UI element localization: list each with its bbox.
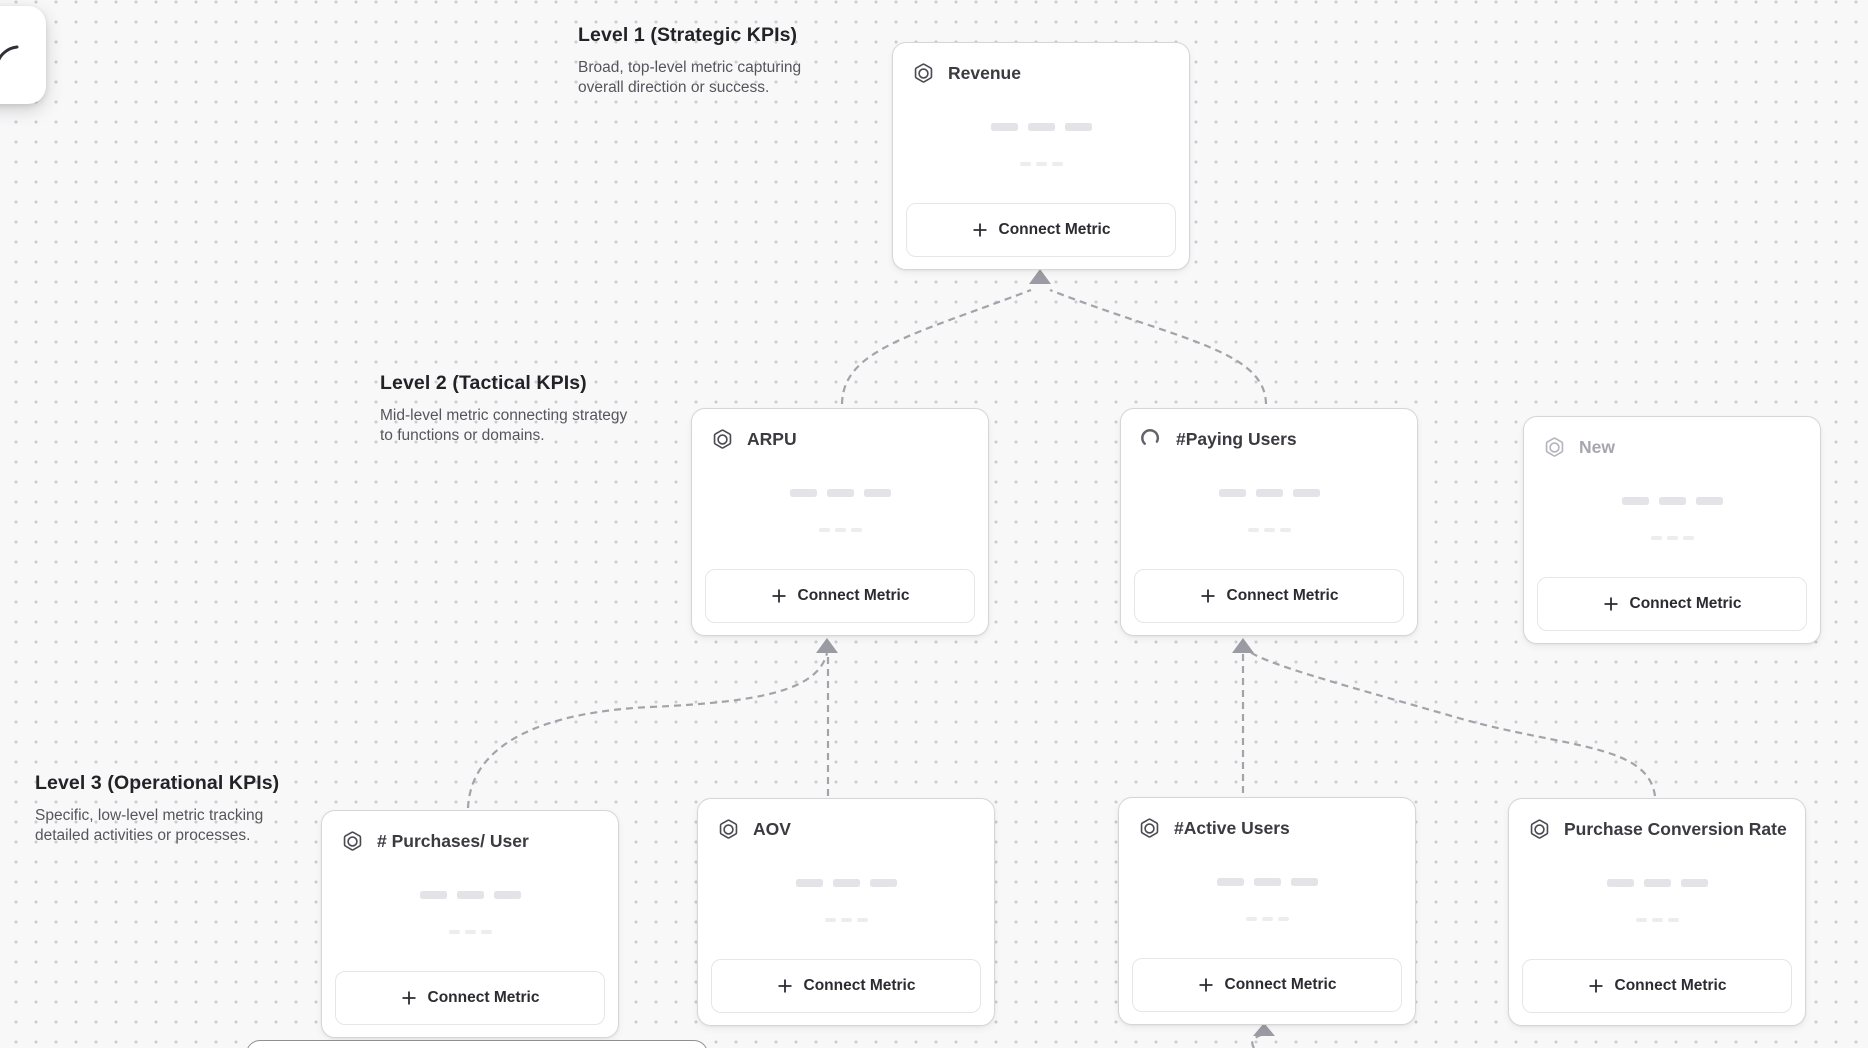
skeleton-placeholder-row — [322, 891, 618, 899]
node-title: AOV — [753, 819, 791, 839]
hexagon-ring-icon — [719, 819, 738, 839]
connector-purchasesuser-to-arpu — [466, 652, 829, 809]
level-1-description: Broad, top-level metric capturing overal… — [578, 59, 802, 97]
skeleton-placeholder-row — [692, 489, 988, 497]
hexagon-ring-icon — [1140, 818, 1159, 838]
connect-metric-label: Connect Metric — [1224, 976, 1337, 993]
node-title: #Paying Users — [1176, 429, 1297, 449]
metric-node-purchases-per-user[interactable]: # Purchases/ User Connect Metric — [321, 810, 619, 1038]
skeleton-placeholder-row — [698, 879, 994, 887]
metric-node-active-users[interactable]: #Active Users Connect Metric — [1118, 797, 1416, 1025]
connect-metric-label: Connect Metric — [797, 587, 910, 604]
node-header: # Purchases/ User — [322, 811, 618, 853]
level-2-title: Level 2 (Tactical KPIs) — [380, 372, 587, 394]
skeleton-placeholder-row — [1119, 917, 1415, 921]
metric-node-revenue[interactable]: Revenue Connect Metric — [892, 42, 1190, 270]
connector-offscreen-to-activeusers — [1251, 1033, 1262, 1048]
skeleton-placeholder-row — [692, 528, 988, 532]
node-header: #Active Users — [1119, 798, 1415, 840]
hexagon-ring-icon — [343, 831, 362, 851]
connector-pcr-to-payingusers — [1249, 651, 1657, 797]
connect-metric-label: Connect Metric — [998, 221, 1111, 238]
cursor-tool-icon — [0, 45, 19, 61]
plus-icon — [772, 589, 786, 603]
metric-node-paying-users[interactable]: #Paying Users Connect Metric — [1120, 408, 1418, 636]
metric-node-partial-offscreen[interactable] — [246, 1040, 708, 1048]
node-title: ARPU — [747, 429, 797, 449]
floating-toolbar-panel[interactable] — [0, 6, 46, 104]
skeleton-placeholder-row — [1121, 489, 1417, 497]
node-header: #Paying Users — [1121, 409, 1417, 451]
node-title: # Purchases/ User — [377, 831, 529, 851]
connect-metric-label: Connect Metric — [1226, 587, 1339, 604]
metric-node-arpu[interactable]: ARPU Connect Metric — [691, 408, 989, 636]
level-1-heading-block: Level 1 (Strategic KPIs) Broad, top-leve… — [578, 24, 828, 99]
plus-icon — [1589, 979, 1603, 993]
skeleton-placeholder-row — [1119, 878, 1415, 886]
connector-arpu-to-revenue — [840, 288, 1032, 405]
plus-icon — [1199, 978, 1213, 992]
skeleton-placeholder-row — [1121, 528, 1417, 532]
skeleton-placeholder-row — [1524, 497, 1820, 505]
node-header: Purchase Conversion Rate — [1509, 799, 1805, 841]
connect-metric-button[interactable]: Connect Metric — [335, 971, 605, 1025]
connect-metric-button[interactable]: Connect Metric — [906, 203, 1176, 257]
arrowhead-into-payingusers — [1232, 638, 1254, 653]
node-header: Revenue — [893, 43, 1189, 85]
connect-metric-button[interactable]: Connect Metric — [1522, 959, 1792, 1013]
plus-icon — [402, 991, 416, 1005]
plus-icon — [973, 223, 987, 237]
level-3-description: Specific, low-level metric tracking deta… — [35, 807, 264, 845]
metric-node-purchase-conversion-rate[interactable]: Purchase Conversion Rate Connect Metric — [1508, 798, 1806, 1026]
level-2-description: Mid-level metric connecting strategy to … — [380, 407, 628, 445]
metric-node-aov[interactable]: AOV Connect Metric — [697, 798, 995, 1026]
skeleton-placeholder-row — [893, 162, 1189, 166]
spinner-icon — [1141, 429, 1160, 445]
node-title: Revenue — [948, 63, 1021, 83]
skeleton-placeholder-row — [893, 123, 1189, 131]
node-header: AOV — [698, 799, 994, 841]
skeleton-placeholder-row — [698, 918, 994, 922]
connect-metric-label: Connect Metric — [427, 989, 540, 1006]
level-3-title: Level 3 (Operational KPIs) — [35, 772, 280, 794]
hexagon-ring-icon — [914, 63, 933, 83]
node-title: #Active Users — [1174, 818, 1290, 838]
level-1-title: Level 1 (Strategic KPIs) — [578, 24, 798, 46]
connect-metric-button[interactable]: Connect Metric — [1132, 958, 1402, 1012]
level-3-heading-block: Level 3 (Operational KPIs) Specific, low… — [35, 772, 293, 847]
connect-metric-button[interactable]: Connect Metric — [1134, 569, 1404, 623]
node-title: Purchase Conversion Rate — [1564, 819, 1787, 839]
hexagon-ring-icon — [1545, 437, 1564, 457]
plus-icon — [778, 979, 792, 993]
plus-icon — [1604, 597, 1618, 611]
connect-metric-button[interactable]: Connect Metric — [1537, 577, 1807, 631]
connect-metric-label: Connect Metric — [1614, 977, 1727, 994]
plus-icon — [1201, 589, 1215, 603]
hexagon-ring-icon — [713, 429, 732, 449]
metric-node-new[interactable]: New Connect Metric — [1523, 416, 1821, 644]
hexagon-ring-icon — [1530, 819, 1549, 839]
node-header: ARPU — [692, 409, 988, 451]
node-title: New — [1579, 437, 1615, 457]
connect-metric-button[interactable]: Connect Metric — [705, 569, 975, 623]
connect-metric-label: Connect Metric — [1629, 595, 1742, 612]
skeleton-placeholder-row — [1509, 879, 1805, 887]
node-header: New — [1524, 417, 1820, 459]
connect-metric-button[interactable]: Connect Metric — [711, 959, 981, 1013]
skeleton-placeholder-row — [1524, 536, 1820, 540]
level-2-heading-block: Level 2 (Tactical KPIs) Mid-level metric… — [380, 372, 630, 447]
arrowhead-into-arpu — [816, 638, 838, 653]
connector-payingusers-to-revenue — [1049, 288, 1268, 405]
skeleton-placeholder-row — [322, 930, 618, 934]
arrowhead-into-revenue — [1029, 269, 1051, 284]
skeleton-placeholder-row — [1509, 918, 1805, 922]
connect-metric-label: Connect Metric — [803, 977, 916, 994]
